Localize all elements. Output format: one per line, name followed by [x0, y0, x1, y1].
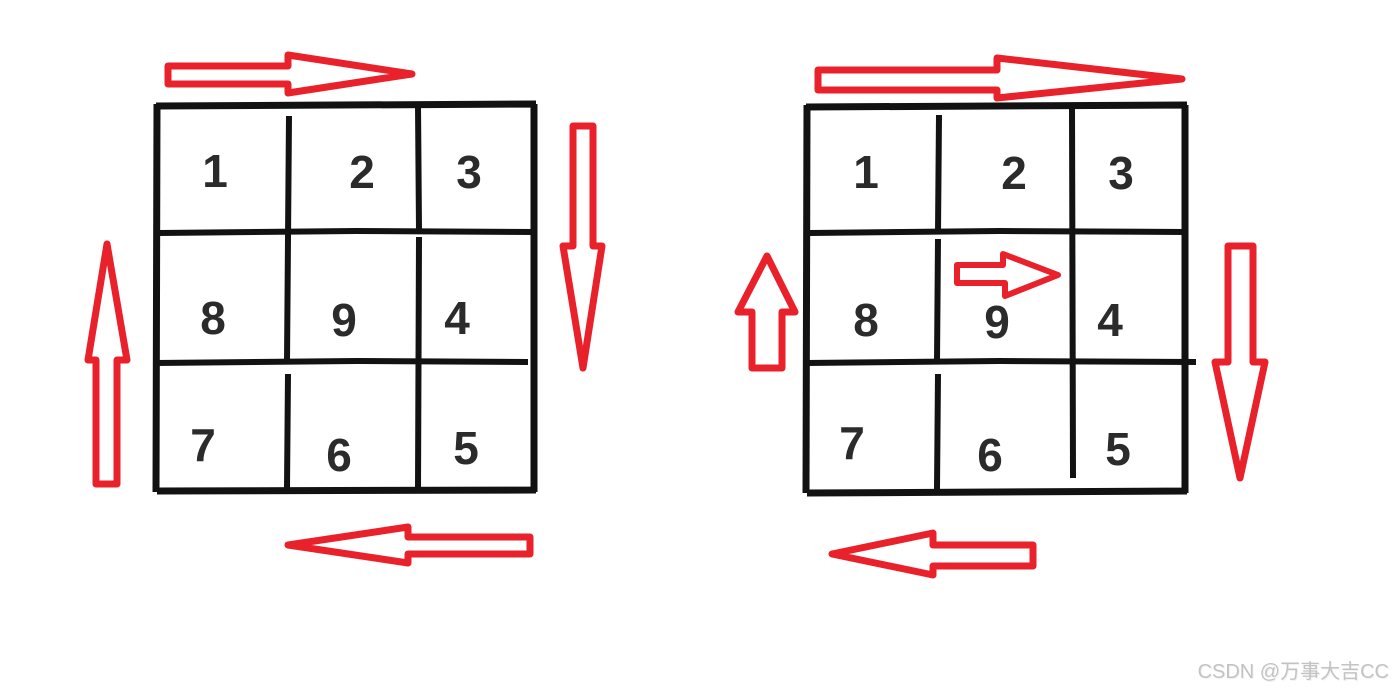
left-grid-left-up-arrow-icon: [84, 240, 131, 488]
left-grid-cell-r3c2: 6: [326, 429, 352, 481]
right-grid-right-down-arrow-icon: [1211, 242, 1269, 482]
right-grid-cell-r3c3: 5: [1105, 423, 1131, 475]
right-grid-cell-r2c1: 8: [853, 294, 879, 346]
left-grid-top-right-arrow-icon: [164, 51, 416, 97]
left-grid-right-down-arrow-icon: [559, 122, 606, 372]
right-grid-vertical-line-2: [1069, 104, 1076, 479]
left-grid-vertical-line-1: [284, 115, 292, 489]
left-grid-vertical-line-2: [415, 104, 422, 490]
left-grid-border: [152, 100, 538, 495]
right-grid-horizontal-line-1: [809, 227, 1186, 236]
left-grid-cell-r2c3: 4: [444, 292, 470, 344]
right-grid-left-up-arrow-icon: [734, 252, 799, 372]
left-grid-cell-r1c3: 3: [456, 146, 482, 198]
left-grid-cell-r2c1: 8: [200, 292, 226, 344]
left-grid-cell-r3c3: 5: [453, 422, 479, 474]
left-grid-arrows: [84, 51, 606, 567]
left-grid-horizontal-line-1: [158, 227, 536, 236]
left-grid-horizontal-line-2: [155, 357, 529, 366]
right-grid-cell-r3c1: 7: [839, 417, 865, 469]
right-grid-inner-center-right-arrow-icon: [954, 251, 1061, 299]
left-grid-bottom-left-arrow-icon: [284, 523, 534, 567]
right-grid-lines: [802, 101, 1197, 497]
right-grid-horizontal-line-2: [805, 357, 1197, 366]
right-grid-vertical-line-1: [934, 114, 942, 490]
watermark-text: CSDN @万事大吉CC: [1197, 661, 1389, 683]
right-grid-cell-r3c2: 6: [977, 429, 1003, 481]
right-grid-cell-r2c2: 9: [984, 296, 1010, 348]
left-grid-cell-r3c1: 7: [190, 419, 216, 471]
left-grid-cell-r2c2: 9: [331, 294, 357, 346]
right-grid-cell-r1c3: 3: [1108, 147, 1134, 199]
right-grid-top-right-arrow-icon: [814, 54, 1186, 102]
left-grid-cell-r1c2: 2: [349, 146, 375, 198]
left-grid-lines: [152, 100, 538, 495]
left-grid-cell-r1c1: 1: [202, 145, 228, 197]
right-grid-cell-r2c3: 4: [1097, 294, 1123, 346]
right-grid-arrows: [734, 54, 1269, 579]
right-grid-border: [802, 101, 1189, 497]
right-grid-bottom-left-arrow-icon: [828, 529, 1037, 579]
right-grid-cell-r1c2: 2: [1001, 147, 1027, 199]
right-grid-cell-r1c1: 1: [853, 146, 879, 198]
